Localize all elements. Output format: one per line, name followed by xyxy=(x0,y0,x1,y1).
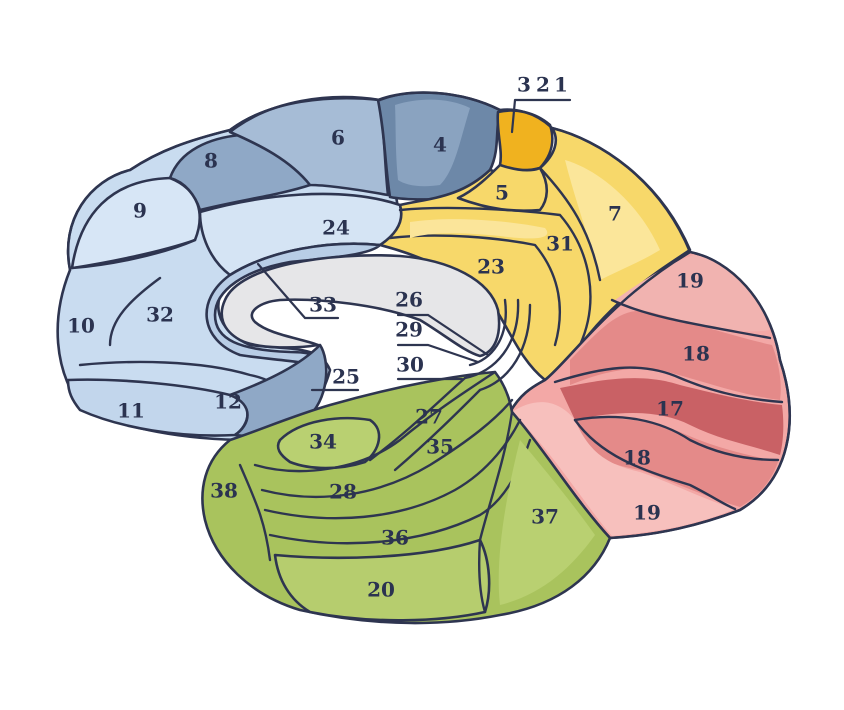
area-34-region xyxy=(276,416,381,470)
hippocampal-line xyxy=(468,298,507,367)
area-3-2-1-region xyxy=(496,109,554,172)
label-area-18-lower: 18 xyxy=(623,446,651,470)
label-area-8: 8 xyxy=(204,149,218,173)
label-area-5: 5 xyxy=(495,181,509,205)
label-area-37: 37 xyxy=(531,505,559,529)
label-area-27: 27 xyxy=(415,405,443,429)
label-area-24: 24 xyxy=(322,216,350,240)
label-area-19-lower: 19 xyxy=(633,501,661,525)
area-4-highlight xyxy=(395,99,470,187)
temporal-sulcus-line xyxy=(238,463,272,562)
label-area-1: 1 xyxy=(554,73,568,97)
label-area-4: 4 xyxy=(433,133,447,157)
area-19-top-band xyxy=(615,255,770,332)
area-labels: 3 2 1 4 5 6 7 8 9 10 11 12 17 18 18 19 1… xyxy=(67,73,710,602)
frontal-sulcus-line xyxy=(108,276,162,347)
leader-3-2-1 xyxy=(510,98,572,134)
area-37-highlight xyxy=(498,440,595,605)
corpus-callosum xyxy=(220,254,501,358)
label-area-32: 32 xyxy=(146,303,174,327)
label-area-3: 3 xyxy=(517,73,531,97)
label-area-23: 23 xyxy=(477,255,505,279)
label-area-35: 35 xyxy=(426,435,454,459)
hippocampal-line xyxy=(393,388,482,472)
label-area-38: 38 xyxy=(210,479,238,503)
label-area-31: 31 xyxy=(546,232,574,256)
temporal-sulcus-line xyxy=(478,410,514,614)
temporal-sulcus-line xyxy=(263,418,522,520)
label-area-33: 33 xyxy=(309,293,337,317)
label-area-11: 11 xyxy=(117,399,145,423)
hippocampal-line xyxy=(368,376,467,462)
label-area-6: 6 xyxy=(331,126,345,150)
hippocampal-line xyxy=(463,298,520,380)
label-area-18-upper: 18 xyxy=(682,342,710,366)
occipital-sulcus-line xyxy=(553,366,784,404)
label-area-12: 12 xyxy=(214,390,242,414)
label-area-29: 29 xyxy=(395,318,423,342)
parietal-sulcus-line xyxy=(538,166,602,282)
label-area-25: 25 xyxy=(332,365,360,389)
parietal-sulcus-line xyxy=(388,234,561,347)
label-area-19-upper: 19 xyxy=(676,269,704,293)
occipital-sulcus-line xyxy=(573,418,737,511)
area-23-band xyxy=(410,219,548,239)
area-19-lower-band xyxy=(512,402,735,536)
temporal-sulcus-line xyxy=(260,398,514,499)
occipital-sulcus-line xyxy=(610,298,772,340)
area-18-band xyxy=(570,310,781,400)
occipital-sulcus-line xyxy=(573,415,780,462)
label-area-9: 9 xyxy=(133,199,147,223)
label-area-34: 34 xyxy=(309,430,337,454)
temporal-sulcus-line xyxy=(253,370,497,473)
area-7-highlight xyxy=(565,160,660,280)
brain-outline xyxy=(66,91,692,272)
parietal-sulcus-line xyxy=(398,206,592,347)
leader-33 xyxy=(256,262,340,320)
area-18-lower-band xyxy=(575,418,778,507)
label-area-36: 36 xyxy=(381,526,409,550)
label-area-26: 26 xyxy=(395,288,423,312)
hippocampal-line xyxy=(478,303,532,392)
leader-29 xyxy=(396,343,480,364)
frontal-sulcus-line xyxy=(70,238,197,270)
area-17-band xyxy=(560,378,784,455)
label-area-28: 28 xyxy=(329,480,357,504)
label-area-2: 2 xyxy=(536,73,550,97)
label-area-10: 10 xyxy=(67,314,95,338)
label-area-7: 7 xyxy=(608,202,622,226)
label-area-20: 20 xyxy=(367,578,395,602)
label-area-17: 17 xyxy=(656,397,684,421)
leader-26 xyxy=(396,313,490,357)
label-area-30: 30 xyxy=(396,353,424,377)
